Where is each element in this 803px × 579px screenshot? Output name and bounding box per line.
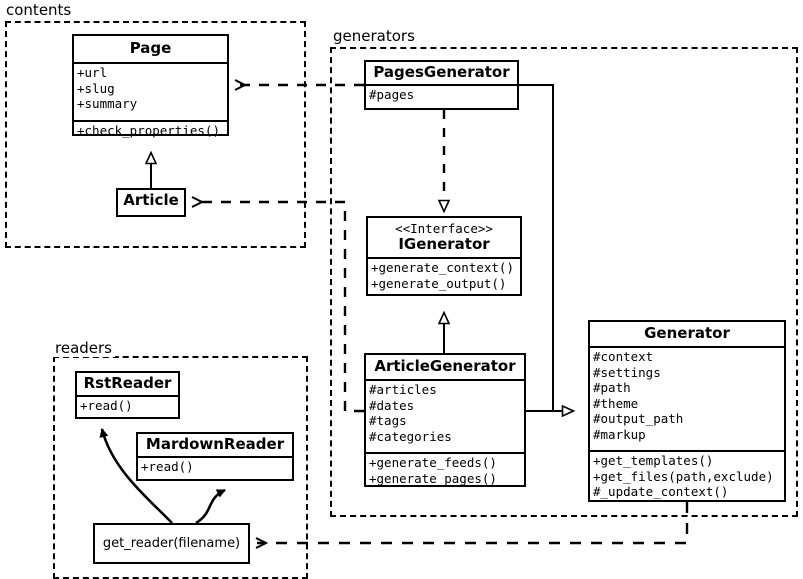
- method: +get_files(path,exclude): [593, 468, 774, 484]
- method: +generate_pages(): [369, 470, 497, 486]
- method: #_update_context(): [593, 484, 729, 500]
- class-generator-methods: +get_templates() +get_files(path,exclude…: [590, 450, 784, 502]
- attribute: #articles: [369, 382, 437, 397]
- class-mardown-reader-methods: +read(): [138, 456, 292, 477]
- class-pages-generator-title: PagesGenerator: [373, 63, 510, 81]
- package-readers-label: readers: [53, 340, 115, 357]
- attribute: #pages: [369, 87, 415, 102]
- class-page-attributes: +url +slug +summary: [74, 62, 227, 120]
- class-generator-title: Generator: [644, 324, 730, 342]
- attribute: #output_path: [593, 411, 684, 427]
- attribute: #path: [593, 380, 631, 396]
- method: +read(): [141, 459, 194, 474]
- package-readers: [53, 356, 308, 579]
- class-rst-reader-methods: +read(): [77, 395, 178, 416]
- attribute: #theme: [593, 395, 639, 411]
- function-get-reader-label: get_reader(filename): [102, 536, 241, 551]
- function-get-reader[interactable]: get_reader(filename): [93, 523, 250, 564]
- class-article-generator-title: ArticleGenerator: [374, 357, 516, 375]
- class-igenerator[interactable]: <<Interface>> IGenerator +generate_conte…: [366, 216, 522, 296]
- attribute: +summary: [77, 96, 138, 112]
- class-igenerator-methods: +generate_context() +generate_output(): [368, 257, 520, 293]
- package-contents-label: contents: [4, 2, 75, 19]
- class-rst-reader-title: RstReader: [83, 374, 172, 392]
- class-article-generator-methods: +generate_feeds() +generate_pages(): [366, 452, 524, 488]
- attribute: #settings: [593, 364, 661, 380]
- package-contents: [5, 21, 306, 248]
- class-page[interactable]: Page +url +slug +summary +check_properti…: [72, 34, 229, 138]
- class-mardown-reader[interactable]: MardownReader +read(): [136, 432, 294, 481]
- attribute: +slug: [77, 80, 115, 96]
- package-generators-label: generators: [331, 28, 418, 45]
- class-generator[interactable]: Generator #context #settings #path #them…: [588, 320, 786, 502]
- class-article[interactable]: Article: [116, 188, 186, 217]
- attribute: #markup: [593, 426, 646, 442]
- class-pages-generator-attributes: #pages: [366, 84, 517, 105]
- class-page-methods: +check_properties(): [74, 120, 227, 141]
- attribute: #categories: [369, 428, 452, 444]
- class-article-title: Article: [123, 191, 179, 209]
- class-igenerator-stereotype: <<Interface>>: [395, 221, 493, 236]
- package-generators: [330, 47, 798, 517]
- class-page-title: Page: [129, 39, 172, 57]
- class-mardown-reader-title: MardownReader: [145, 435, 285, 453]
- class-igenerator-title: <<Interface>> IGenerator: [368, 218, 520, 257]
- class-igenerator-name: IGenerator: [398, 235, 490, 253]
- method: +generate_feeds(): [369, 455, 497, 470]
- class-article-generator-attributes: #articles #dates #tags #categories: [366, 379, 524, 452]
- attribute: #context: [593, 349, 654, 364]
- method: +check_properties(): [77, 123, 220, 138]
- method: +read(): [80, 398, 133, 413]
- class-generator-attributes: #context #settings #path #theme #output_…: [590, 346, 784, 450]
- method: +generate_output(): [371, 275, 507, 291]
- attribute: #dates: [369, 397, 415, 413]
- attribute: #tags: [369, 413, 407, 429]
- class-article-generator[interactable]: ArticleGenerator #articles #dates #tags …: [364, 353, 526, 487]
- attribute: +url: [77, 65, 108, 80]
- method: +get_templates(): [593, 453, 714, 468]
- class-pages-generator[interactable]: PagesGenerator #pages: [364, 60, 519, 110]
- method: +generate_context(): [371, 260, 514, 275]
- class-rst-reader[interactable]: RstReader +read(): [75, 371, 180, 419]
